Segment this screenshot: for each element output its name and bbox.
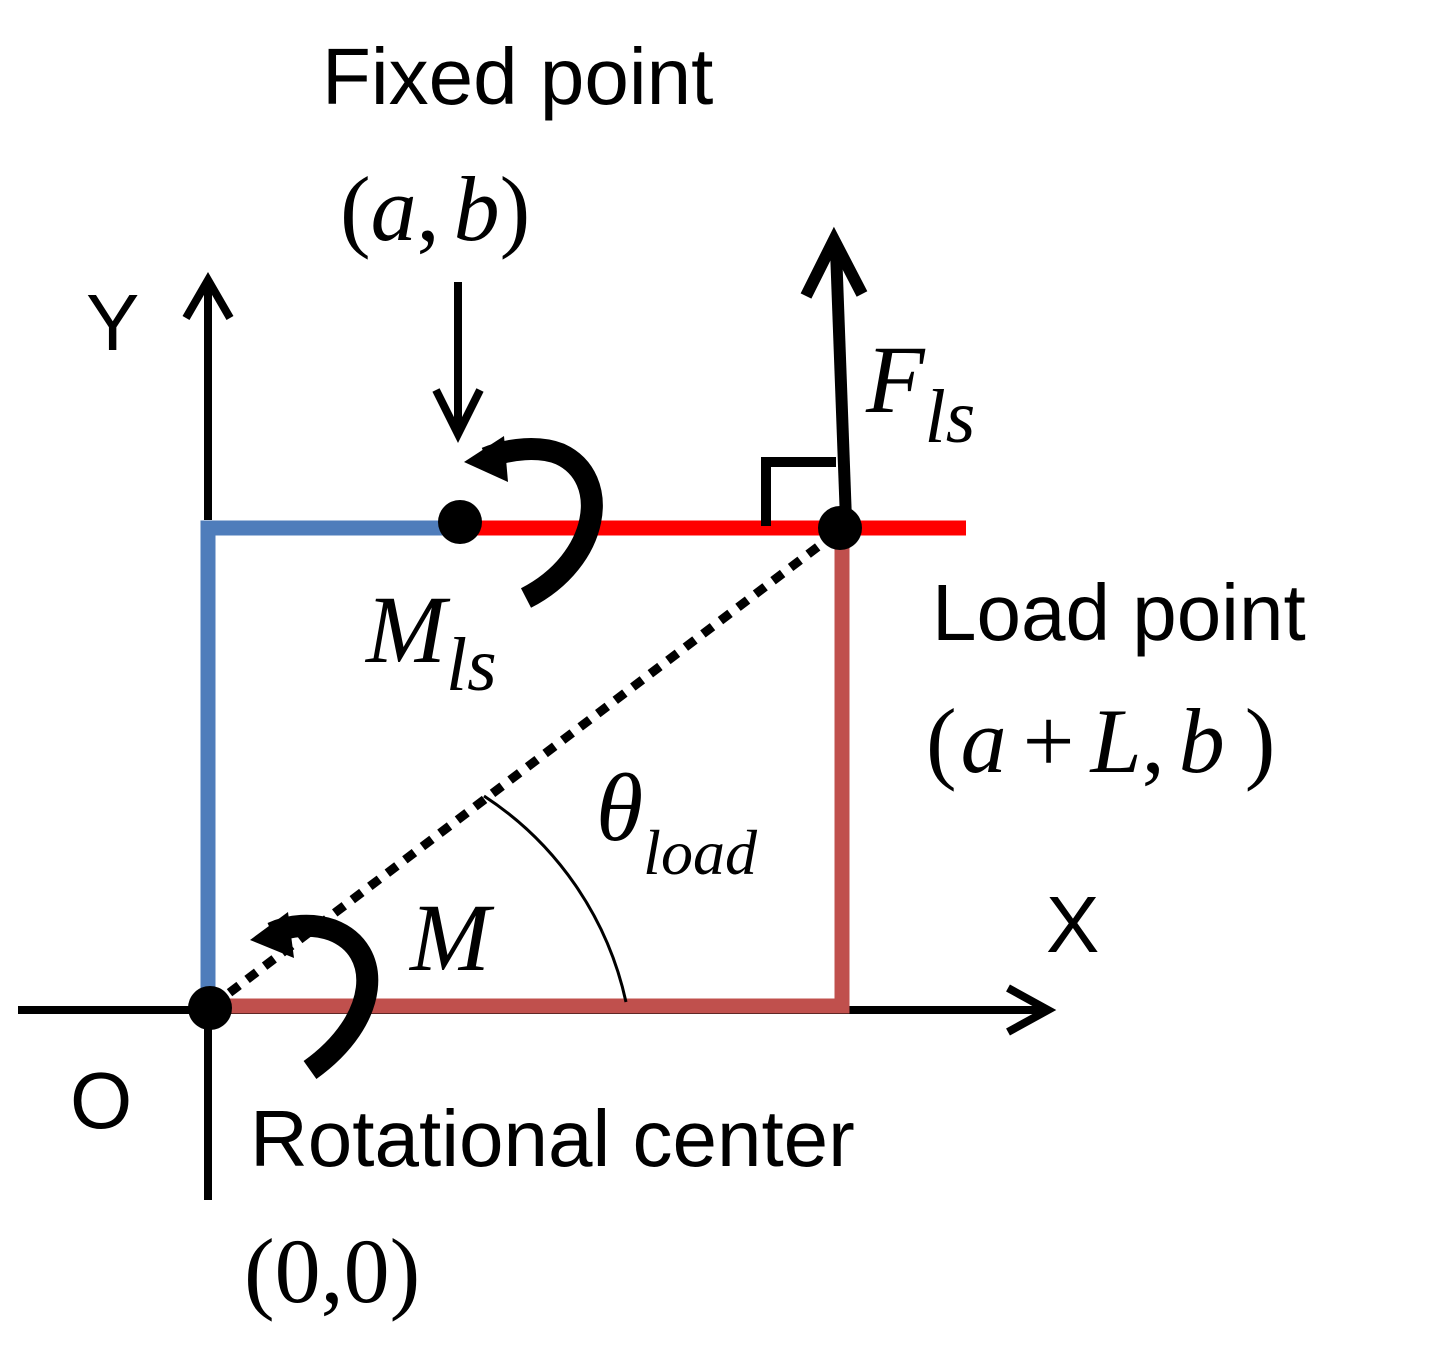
blue-link (200, 520, 460, 1005)
origin-dot (188, 986, 232, 1030)
right-angle-marker (761, 457, 836, 526)
angle-arc (483, 794, 628, 1003)
force-label: Fls (865, 326, 975, 459)
moment-arrow (250, 912, 379, 1079)
dark-red-link (212, 530, 850, 1014)
load-point-coord: (a+L,b) (926, 690, 1275, 792)
fixed-point-dot (438, 500, 482, 544)
y-axis (182, 272, 234, 520)
moment-label: M (408, 884, 495, 991)
load-point-label: Load point (932, 568, 1306, 657)
x-axis-label: X (1046, 880, 1099, 969)
angle-label: θload (596, 754, 758, 888)
load-point-dot (818, 506, 862, 550)
fixed-point-label: Fixed point (322, 32, 713, 121)
fixed-point-arrow (432, 282, 484, 443)
force-arrow (800, 226, 868, 521)
y-axis-label: Y (86, 278, 139, 367)
moment-ls-arrow (464, 436, 603, 608)
rotational-center-label: Rotational center (250, 1094, 855, 1183)
rotational-center-coord: (0,0) (244, 1220, 420, 1322)
moment-ls-label: Mls (364, 576, 497, 707)
fixed-point-coord: (a,b) (340, 158, 530, 260)
origin-label: O (70, 1056, 132, 1145)
